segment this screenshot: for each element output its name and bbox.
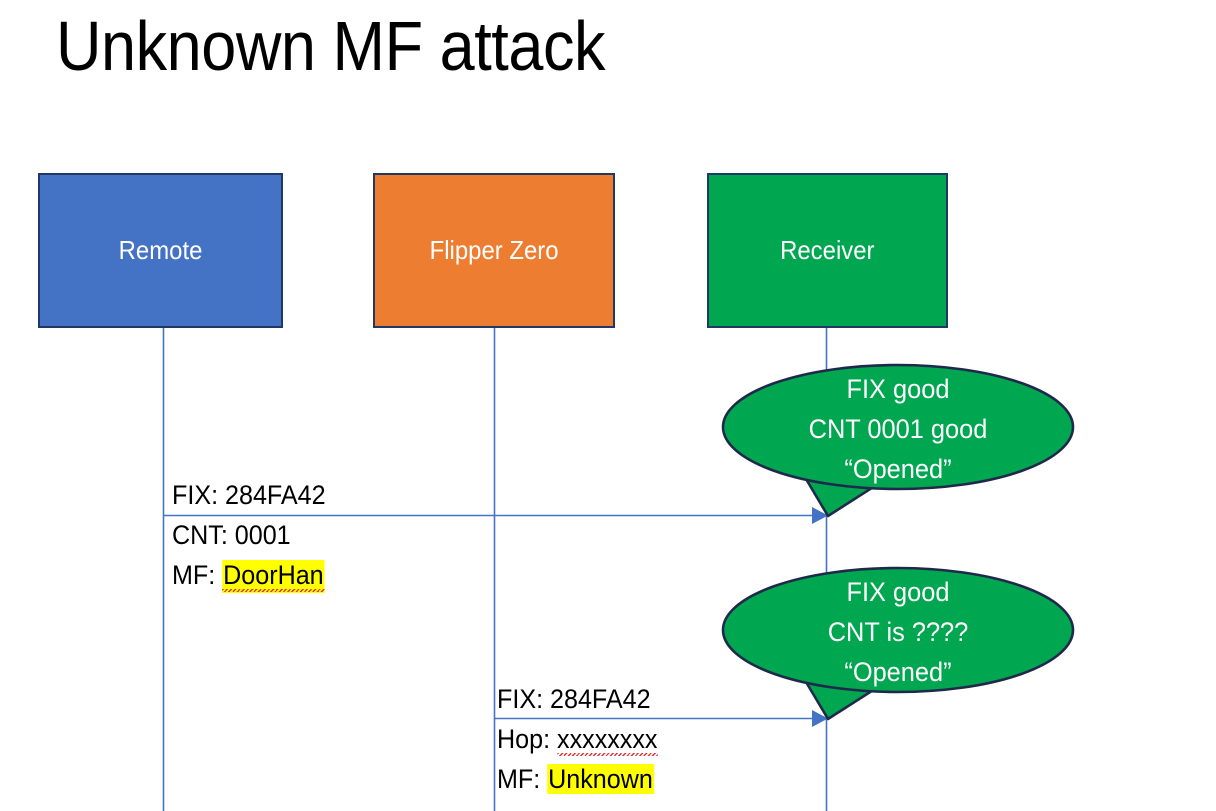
- callout-unknown-line1: FIX good: [846, 577, 950, 607]
- actor-label-receiver: Receiver: [780, 235, 875, 265]
- message1-mf-line: MF: DoorHan: [172, 555, 325, 595]
- message1-label-above: FIX: 284FA42: [172, 475, 337, 515]
- message1-cnt-line: CNT: 0001: [172, 515, 325, 555]
- message2-hop-line: Hop: xxxxxxxx: [497, 719, 658, 759]
- callout-unknown-line2: CNT is ????: [827, 617, 969, 647]
- actor-label-flipper: Flipper Zero: [429, 235, 559, 265]
- actor-label-remote: Remote: [118, 235, 203, 265]
- message2-hop-prefix: Hop:: [497, 724, 558, 754]
- message2-fix-text: FIX: 284FA42: [497, 684, 651, 714]
- callout-good-line2: CNT 0001 good: [808, 414, 988, 444]
- message1-fix-text: FIX: 284FA42: [172, 480, 326, 510]
- message1-label-below: CNT: 0001 MF: DoorHan: [172, 515, 336, 595]
- actor-box-remote[interactable]: Remote: [38, 173, 283, 328]
- message2-mf-value: Unknown: [547, 764, 654, 794]
- callout-good-line3: “Opened”: [844, 454, 952, 484]
- message2-mf-line: MF: Unknown: [497, 759, 657, 799]
- message1-cnt-prefix: CNT:: [172, 520, 235, 550]
- callout-unknown-text: FIX good CNT is ???? “Opened”: [723, 572, 1073, 692]
- message1-mf-value: DoorHan: [222, 560, 325, 593]
- callout-good-shape: [721, 363, 1075, 518]
- message2-label-above: FIX: 284FA42: [497, 679, 662, 719]
- callout-good-text: FIX good CNT 0001 good “Opened”: [723, 369, 1073, 489]
- message2-hop-value: xxxxxxxx: [557, 724, 658, 757]
- message-arrow-flipper-to-receiver: [495, 710, 828, 727]
- message2-label-below: Hop: xxxxxxxx MF: Unknown: [497, 719, 670, 799]
- message1-mf-prefix: MF:: [172, 560, 223, 590]
- message1-cnt-value: 0001: [234, 520, 291, 550]
- callout-unknown-line3: “Opened”: [844, 657, 952, 687]
- actor-box-flipper[interactable]: Flipper Zero: [373, 173, 615, 328]
- callout-unknown-shape: [721, 566, 1075, 721]
- page-title: Unknown MF attack: [56, 7, 606, 85]
- actor-box-receiver[interactable]: Receiver: [707, 173, 948, 328]
- message2-mf-prefix: MF:: [497, 764, 548, 794]
- message-arrow-remote-to-receiver: [164, 507, 828, 524]
- callout-good-line1: FIX good: [846, 374, 950, 404]
